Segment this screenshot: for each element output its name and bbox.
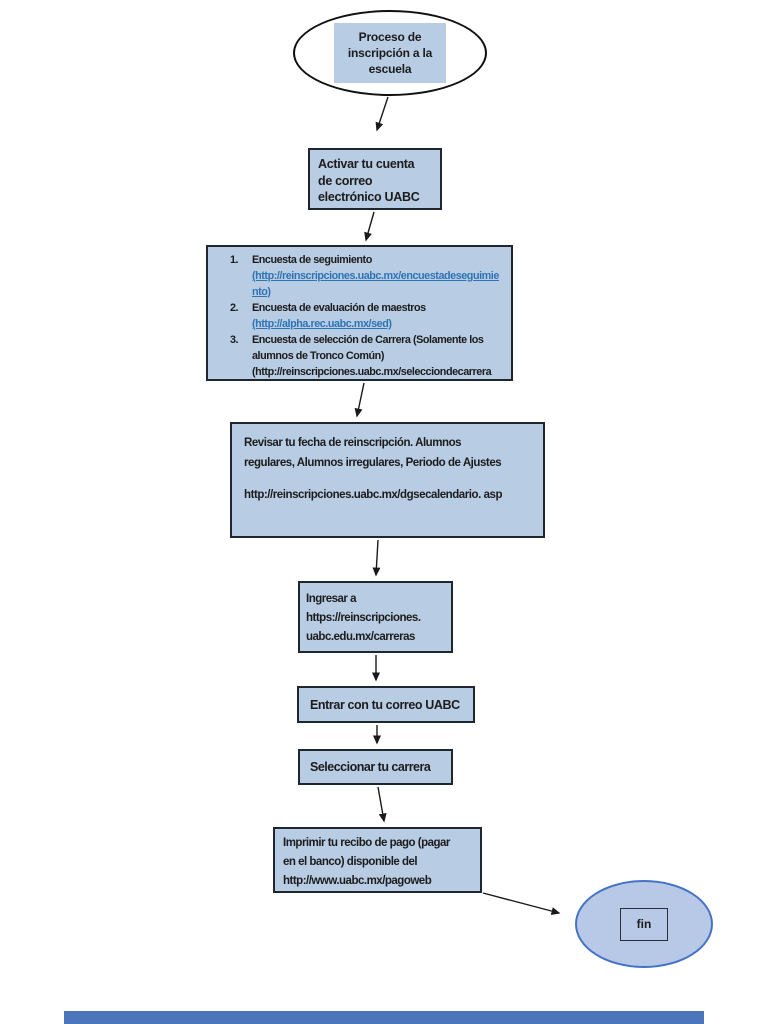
- start-label-line: Proceso de: [358, 30, 422, 44]
- node-imprimir-recibo: Imprimir tu recibo de pago (pagar en el …: [273, 827, 482, 893]
- node-paragraph: Revisar tu fecha de reinscripción. Alumn…: [244, 433, 538, 473]
- list-item: 3. Encuesta de selección de Carrera (Sol…: [230, 332, 505, 379]
- seleccion-carrera-url: (http://reinscripciones.uabc.mx/seleccio…: [252, 366, 492, 378]
- list-item-text: alumnos de Tronco Común): [252, 350, 384, 362]
- node-text-line: Imprimir tu recibo de pago (pagar: [283, 837, 450, 849]
- start-node-label-box: Proceso de inscripción a la escuela: [334, 23, 446, 83]
- arrow-imprimir-to-fin: [482, 892, 561, 915]
- arrow-encuestas-to-revisar: [354, 382, 365, 418]
- node-encuestas: 1. Encuesta de seguimiento (http://reins…: [206, 245, 513, 381]
- node-paragraph: http://reinscripciones.uabc.mx/dgsecalen…: [244, 485, 538, 505]
- list-item-number: 1.: [230, 254, 239, 266]
- list-item-number: 2.: [230, 302, 239, 314]
- node-text-line: Ingresar a: [306, 593, 356, 605]
- list-item-text: Encuesta de seguimiento: [252, 254, 372, 266]
- arrow-activar-to-encuestas: [364, 211, 375, 242]
- node-entrar-correo: Entrar con tu correo UABC: [297, 686, 475, 723]
- list-item: 1. Encuesta de seguimiento (http://reins…: [230, 252, 505, 300]
- calendario-url: http://reinscripciones.uabc.mx/dgsecalen…: [244, 489, 503, 501]
- list-item-text: Encuesta de evaluación de maestros: [252, 302, 426, 314]
- encuesta-evaluacion-link[interactable]: (http://alpha.rec.uabc.mx/sed): [252, 318, 392, 330]
- start-node: Proceso de inscripción a la escuela: [293, 10, 487, 96]
- start-label-line: inscripción a la: [347, 46, 433, 60]
- start-label-line: escuela: [368, 62, 412, 76]
- encuesta-seguimiento-link[interactable]: (http://reinscripciones.uabc.mx/encuesta…: [252, 270, 499, 298]
- node-text-line: uabc.edu.mx/carreras: [306, 631, 415, 643]
- end-label: fin: [636, 917, 652, 931]
- pagoweb-url: http://www.uabc.mx/pagoweb: [283, 875, 432, 887]
- node-text-line: Entrar con tu correo UABC: [310, 697, 460, 712]
- end-node: fin: [575, 880, 713, 968]
- node-activar-cuenta: Activar tu cuenta de correo electrónico …: [308, 148, 442, 210]
- node-text-line: Revisar tu fecha de reinscripción. Alumn…: [244, 437, 462, 449]
- node-text-line: de correo: [318, 173, 373, 188]
- node-text-line: regulares, Alumnos irregulares, Periodo …: [244, 457, 502, 469]
- node-text-line: en el banco) disponible del: [283, 856, 418, 868]
- node-text-line: electrónico UABC: [318, 190, 420, 204]
- arrow-start-to-activar: [375, 96, 389, 132]
- node-text-line: https://reinscripciones.: [306, 612, 421, 624]
- end-node-label-box: fin: [620, 907, 668, 941]
- arrow-revisar-to-ingresar: [372, 539, 381, 577]
- node-text-line: Seleccionar tu carrera: [310, 760, 431, 774]
- list-item: 2. Encuesta de evaluación de maestros (h…: [230, 300, 505, 332]
- list-item-number: 3.: [230, 334, 239, 346]
- node-text-line: Activar tu cuenta: [318, 157, 415, 171]
- next-page-edge: [64, 1011, 704, 1024]
- node-revisar-fecha: Revisar tu fecha de reinscripción. Alumn…: [230, 422, 545, 538]
- node-seleccionar-carrera: Seleccionar tu carrera: [298, 749, 453, 785]
- list-item-text: Encuesta de selección de Carrera (Solame…: [252, 334, 484, 346]
- arrow-seleccionar-to-imprimir: [377, 786, 387, 823]
- node-ingresar: Ingresar a https://reinscripciones. uabc…: [298, 581, 453, 653]
